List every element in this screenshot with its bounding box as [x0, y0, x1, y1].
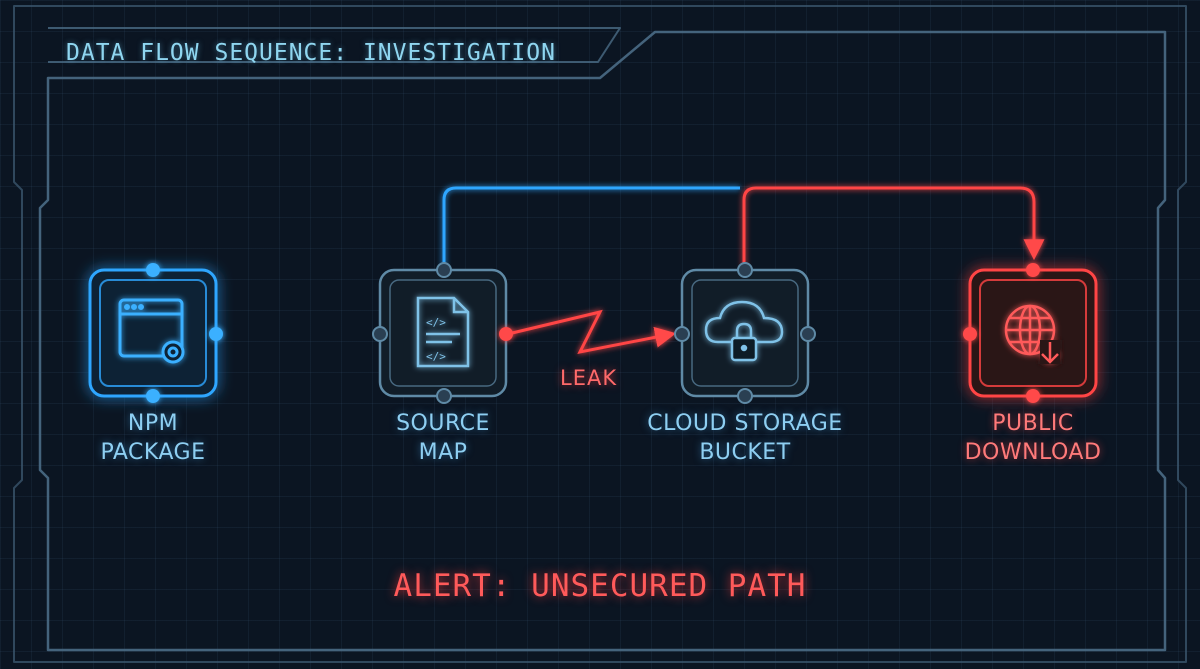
- node-label-public-download: PUBLIC DOWNLOAD: [964, 411, 1102, 465]
- node-public-inner: [979, 279, 1087, 387]
- node-bucket-port-bottom: [737, 388, 753, 404]
- node-label-cloud-storage-bucket: CLOUD STORAGE BUCKET: [647, 411, 843, 465]
- leak-label: LEAK: [560, 366, 618, 390]
- edge-bucket-to-public-top: [742, 186, 1045, 268]
- svg-text:</>: </>: [426, 316, 446, 329]
- node-bucket-port-right: [800, 326, 816, 342]
- node-sourcemap-port-right: [499, 327, 513, 341]
- hud-frame-outer: [13, 5, 1187, 663]
- alert-banner: ALERT: UNSECURED PATH: [393, 568, 807, 604]
- edge-leak-zigzag: [507, 309, 677, 355]
- node-sourcemap-port-left: [372, 326, 388, 342]
- edge-sourcemap-top-loop: [442, 186, 740, 268]
- node-cloud-storage-bucket[interactable]: [674, 262, 816, 404]
- node-source-map[interactable]: </> </>: [372, 262, 513, 404]
- edges: [216, 186, 1045, 355]
- node-sourcemap-port-top: [436, 262, 452, 278]
- node-public-download[interactable]: [963, 263, 1098, 403]
- page-title: DATA FLOW SEQUENCE: INVESTIGATION: [66, 40, 556, 66]
- node-sourcemap-port-bottom: [436, 388, 452, 404]
- hud-frame: [13, 5, 1187, 663]
- node-npm-port-top: [146, 263, 160, 277]
- node-public-port-left: [963, 327, 977, 341]
- node-npm-port-right: [209, 327, 223, 341]
- node-npm-port-bottom: [146, 389, 160, 403]
- hud-title-tab: [48, 27, 621, 63]
- code-file-icon: </> </>: [416, 296, 470, 368]
- node-npm-package[interactable]: [88, 263, 223, 403]
- node-label-source-map: SOURCE MAP: [396, 411, 490, 465]
- node-bucket-port-top: [737, 262, 753, 278]
- node-bucket-outer: [680, 268, 810, 398]
- node-npm-outer: [88, 268, 218, 398]
- browser-gear-icon: [118, 298, 185, 364]
- node-npm-inner: [99, 279, 207, 387]
- node-public-port-bottom: [1026, 389, 1040, 403]
- cloud-lock-icon: [704, 300, 784, 362]
- node-label-npm-package: NPM PACKAGE: [100, 411, 206, 465]
- node-bucket-inner: [691, 279, 799, 387]
- hud-frame-inner: [38, 30, 1167, 652]
- svg-text:</>: </>: [426, 350, 446, 363]
- node-bucket-port-left: [674, 326, 690, 342]
- node-sourcemap-inner: [389, 279, 497, 387]
- node-public-port-top: [1026, 263, 1040, 277]
- globe-download-icon: [1004, 304, 1060, 364]
- node-public-outer: [968, 268, 1098, 398]
